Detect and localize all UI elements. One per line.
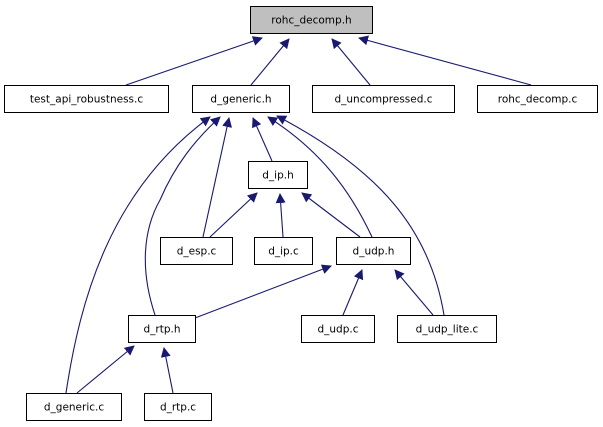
edge-d-rtp-h-to-d-generic-h [144,116,221,316]
edge-d-generic-c-to-d-generic-h [65,116,211,394]
edge-d-udp-c-to-d-udp-h [342,269,364,316]
node-box[interactable] [4,85,169,113]
node-d-uncompressed-c[interactable]: d_uncompressed.c [312,85,455,113]
edge-d-ip-c-to-d-ip-h [275,193,286,238]
node-box[interactable] [248,161,308,189]
node-label: d_udp.h [353,246,395,258]
node-label: test_api_robustness.c [30,94,143,106]
node-label: d_uncompressed.c [334,94,432,106]
edge-rohc-decomp-c-to-rohc-decomp-h [358,35,532,86]
node-label: rohc_decomp.c [498,94,578,106]
node-box [250,6,373,34]
edge-test-api-robustness-c-to-rohc-decomp-h [125,36,263,86]
node-d-ip-c[interactable]: d_ip.c [254,237,313,265]
node-d-generic-h[interactable]: d_generic.h [192,85,290,113]
node-label: d_rtp.c [160,402,196,414]
edge-d-ip-h-to-d-generic-h [252,117,273,162]
node-label: d_ip.h [262,170,294,182]
node-d-esp-c[interactable]: d_esp.c [160,237,233,265]
node-box[interactable] [477,85,598,113]
edge-d-udp-lite-c-to-d-generic-h [276,115,445,316]
node-box[interactable] [26,393,122,421]
node-box[interactable] [336,237,411,265]
node-box[interactable] [144,393,212,421]
edge-d-rtp-c-to-d-rtp-h [160,347,174,394]
edge-d-generic-c-to-d-rtp-h [76,345,135,394]
node-d-rtp-h[interactable]: d_rtp.h [128,315,196,343]
node-rohc-decomp-c[interactable]: rohc_decomp.c [477,85,598,113]
node-d-udp-lite-c[interactable]: d_udp_lite.c [397,315,497,343]
node-label: d_generic.h [210,94,271,106]
edges-layer [65,35,532,394]
nodes-layer: rohc_decomp.h test_api_robustness.c d_gene… [4,6,598,421]
node-label: d_esp.c [177,246,217,258]
edge-d-esp-c-to-d-ip-h [209,192,258,238]
node-d-udp-c[interactable]: d_udp.c [301,315,375,343]
node-box[interactable] [254,237,313,265]
edge-d-udp-h-to-d-ip-h [301,192,361,238]
node-label: d_udp.c [317,324,358,336]
edge-d-udp-h-to-d-generic-h [267,116,373,238]
node-box[interactable] [312,85,455,113]
node-label: d_generic.c [44,402,104,414]
edge-d-uncompressed-c-to-rohc-decomp-h [331,38,371,86]
edge-d-udp-lite-c-to-d-udp-h [394,269,434,316]
node-box[interactable] [301,315,375,343]
node-label: d_rtp.h [143,324,180,336]
edge-d-generic-h-to-rohc-decomp-h [250,38,290,86]
node-label: rohc_decomp.h [271,15,351,27]
node-box[interactable] [397,315,497,343]
node-box[interactable] [192,85,290,113]
node-d-ip-h[interactable]: d_ip.h [248,161,308,189]
edge-d-rtp-h-to-d-udp-h [194,264,332,319]
node-label: d_udp_lite.c [416,324,479,336]
edge-d-esp-c-to-d-generic-h [202,117,232,238]
node-d-udp-h[interactable]: d_udp.h [336,237,411,265]
node-d-rtp-c[interactable]: d_rtp.c [144,393,212,421]
node-box[interactable] [160,237,233,265]
node-test-api-robustness-c[interactable]: test_api_robustness.c [4,85,169,113]
node-label: d_ip.c [268,246,299,258]
node-rohc-decomp-h: rohc_decomp.h [250,6,373,34]
node-d-generic-c[interactable]: d_generic.c [26,393,122,421]
node-box[interactable] [128,315,196,343]
